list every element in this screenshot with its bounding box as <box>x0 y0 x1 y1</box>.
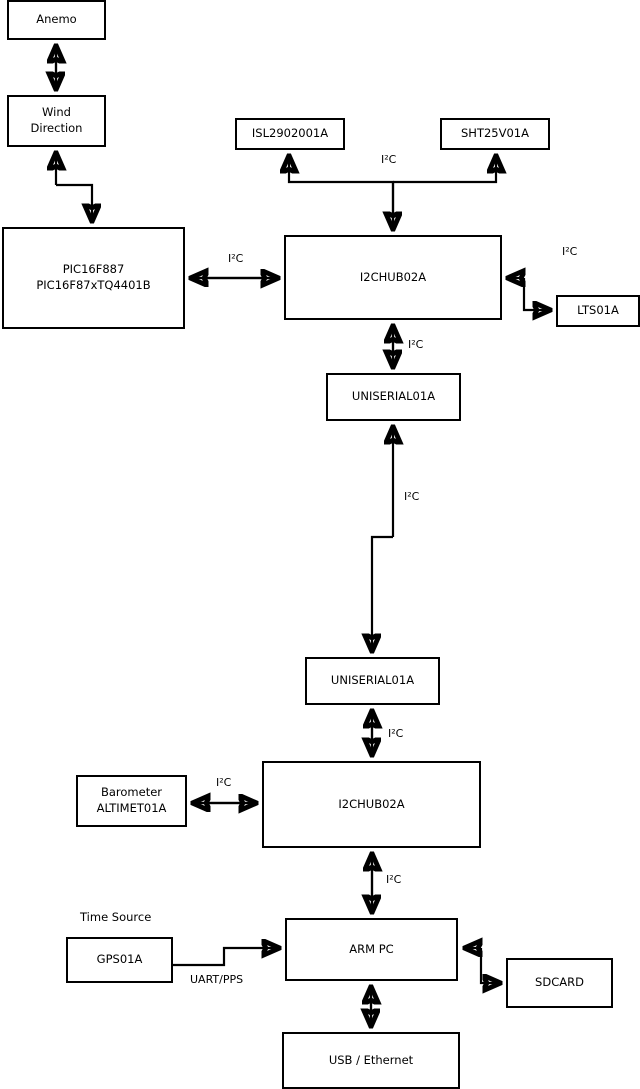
connector-gps-armpc <box>173 948 278 967</box>
connector-hubtop-lts <box>509 278 549 310</box>
edge-label-i2c-hubtop-lts: I²C <box>562 245 578 258</box>
edge-label-i2c-hubtop-sensors: I²C <box>381 153 397 166</box>
node-pic-mcu[interactable]: PIC16F887 PIC16F87xTQ4401B <box>2 227 185 329</box>
edge-label-i2c-uniserial-hubbot: I²C <box>388 727 404 740</box>
node-i2chub02a-bottom-label: I2CHUB02A <box>338 796 405 811</box>
node-usb-ethernet[interactable]: USB / Ethernet <box>282 1032 460 1089</box>
node-lts01a-label: LTS01A <box>577 303 619 318</box>
node-arm-pc[interactable]: ARM PC <box>285 918 458 981</box>
node-i2chub02a-top[interactable]: I2CHUB02A <box>284 235 502 320</box>
edge-label-i2c-hubbot-armpc: I²C <box>386 873 402 886</box>
node-barometer-altimet01a-label: Barometer ALTIMET01A <box>96 785 167 815</box>
edge-label-i2c-hubtop-uniserial: I²C <box>408 338 424 351</box>
node-uniserial01a-upper-label: UNISERIAL01A <box>351 389 436 404</box>
node-sht25v01a[interactable]: SHT25V01A <box>440 118 550 150</box>
node-sht25v01a-label: SHT25V01A <box>461 126 529 141</box>
edge-label-i2c-uniserial-uniserial: I²C <box>404 490 420 503</box>
node-gps01a[interactable]: GPS01A <box>66 937 173 983</box>
node-sdcard-label: SDCARD <box>535 975 584 990</box>
edge-label-i2c-barometer-hubbot: I²C <box>216 776 232 789</box>
node-pic-mcu-label: PIC16F887 PIC16F87xTQ4401B <box>36 262 151 292</box>
node-uniserial01a-lower-label: UNISERIAL01A <box>330 673 415 688</box>
node-i2chub02a-top-label: I2CHUB02A <box>359 269 427 284</box>
connector-hubtop-sensors <box>289 157 496 228</box>
label-time-source: Time Source <box>80 910 152 924</box>
node-isl2902001a[interactable]: ISL2902001A <box>235 118 345 150</box>
node-barometer-altimet01a[interactable]: Barometer ALTIMET01A <box>76 775 187 827</box>
node-sdcard[interactable]: SDCARD <box>506 958 613 1008</box>
edge-label-uart-pps: UART/PPS <box>190 973 244 986</box>
node-wind-direction[interactable]: Wind Direction <box>7 95 106 147</box>
node-i2chub02a-bottom[interactable]: I2CHUB02A <box>262 761 481 848</box>
connector-winddir-pic <box>56 154 92 220</box>
connector-armpc-sdcard <box>466 948 499 983</box>
node-arm-pc-label: ARM PC <box>349 941 394 956</box>
node-gps01a-label: GPS01A <box>96 952 143 967</box>
node-wind-direction-label: Wind Direction <box>30 105 83 135</box>
edge-label-i2c-pic-hubtop: I²C <box>228 252 244 265</box>
node-usb-ethernet-label: USB / Ethernet <box>328 1052 414 1067</box>
node-lts01a[interactable]: LTS01A <box>556 295 640 327</box>
node-anemo[interactable]: Anemo <box>7 0 106 40</box>
node-uniserial01a-upper[interactable]: UNISERIAL01A <box>326 373 461 421</box>
connector-uniserial-uniserial <box>372 428 393 650</box>
node-anemo-label: Anemo <box>36 12 77 27</box>
node-uniserial01a-lower[interactable]: UNISERIAL01A <box>305 657 440 705</box>
node-isl2902001a-label: ISL2902001A <box>251 126 329 141</box>
